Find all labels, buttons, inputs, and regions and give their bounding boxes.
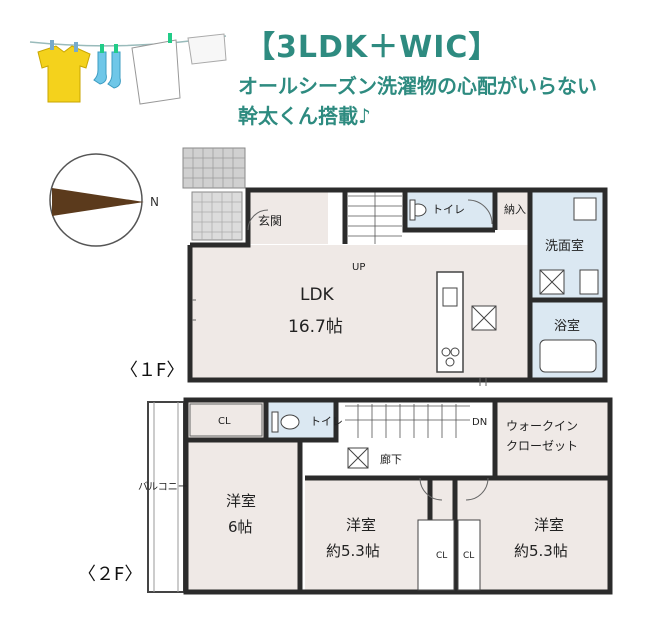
windows-1f (192, 299, 487, 386)
bathtub-icon (539, 339, 597, 373)
western-room-1-size: 6帖 (228, 518, 253, 536)
door-arc-room2 (419, 477, 443, 501)
stove-icon (441, 347, 460, 367)
balcony-label: バルコニー (138, 481, 188, 493)
ldk-size: 16.7帖 (288, 317, 343, 337)
closet-right-label: CL (463, 551, 474, 561)
door-arc-room3 (465, 477, 489, 501)
western-room-2-size: 約5.3帖 (326, 542, 380, 560)
page-title: 【3LDK＋WIC】 (245, 30, 500, 65)
wic-label-line1: ウォークイン (506, 419, 578, 433)
sink-vanity-icon (579, 269, 599, 295)
ldk-name: LDK (300, 285, 335, 305)
storage-label: 納入 (504, 203, 526, 216)
porch-tiles (182, 147, 246, 241)
western-room-3-size: 約5.3帖 (514, 542, 568, 560)
sink-icon (442, 287, 458, 307)
wic-label-line2: クローゼット (506, 439, 578, 453)
wic-floor (495, 402, 610, 478)
western-room-2-floor (305, 478, 430, 590)
closet-left (417, 519, 455, 591)
kitchen-counter (436, 271, 464, 373)
entrance-door-arc (247, 209, 269, 231)
closet-top (189, 403, 263, 437)
up-label: UP (352, 262, 365, 273)
toilet-label-2f: トイレ (310, 415, 343, 428)
floor1-label: 〈１F〉 (120, 360, 185, 381)
compass: N (49, 153, 159, 247)
western-room-2-name: 洋室 (346, 516, 376, 534)
subtitle-line-2: 幹太くん搭載♪ (238, 104, 371, 128)
washroom-label: 洗面室 (545, 238, 584, 254)
north-arrow-icon (52, 188, 144, 216)
stairs-2f (345, 404, 470, 438)
dn-label: DN (472, 417, 487, 428)
floor2-label: 〈２F〉 (78, 564, 143, 585)
laundry-illustration (29, 33, 227, 105)
walls-1f (187, 187, 608, 383)
subtitle-line-1: オールシーズン洗濯物の心配がいらない (238, 74, 597, 98)
storage-floor (498, 192, 530, 230)
washer-icon (573, 197, 597, 221)
stairs-1f (348, 192, 402, 244)
balcony-area (147, 401, 185, 593)
western-room-1-name: 洋室 (226, 492, 256, 510)
entrance-label: 玄関 (258, 213, 282, 228)
toilet-door-arc (467, 199, 493, 225)
western-room-3-name: 洋室 (534, 516, 564, 534)
entrance-floor (248, 192, 328, 244)
closet-left-label: CL (436, 551, 447, 561)
north-label: N (150, 195, 159, 209)
toilet-label-1f: トイレ (432, 203, 465, 216)
hallway-floor (300, 442, 495, 478)
closet-top-label: CL (218, 416, 231, 427)
closet-right (457, 519, 481, 591)
bath-label: 浴室 (554, 318, 580, 334)
toilet-2f-icon (280, 414, 300, 430)
hallway-label: 廊下 (380, 452, 402, 466)
